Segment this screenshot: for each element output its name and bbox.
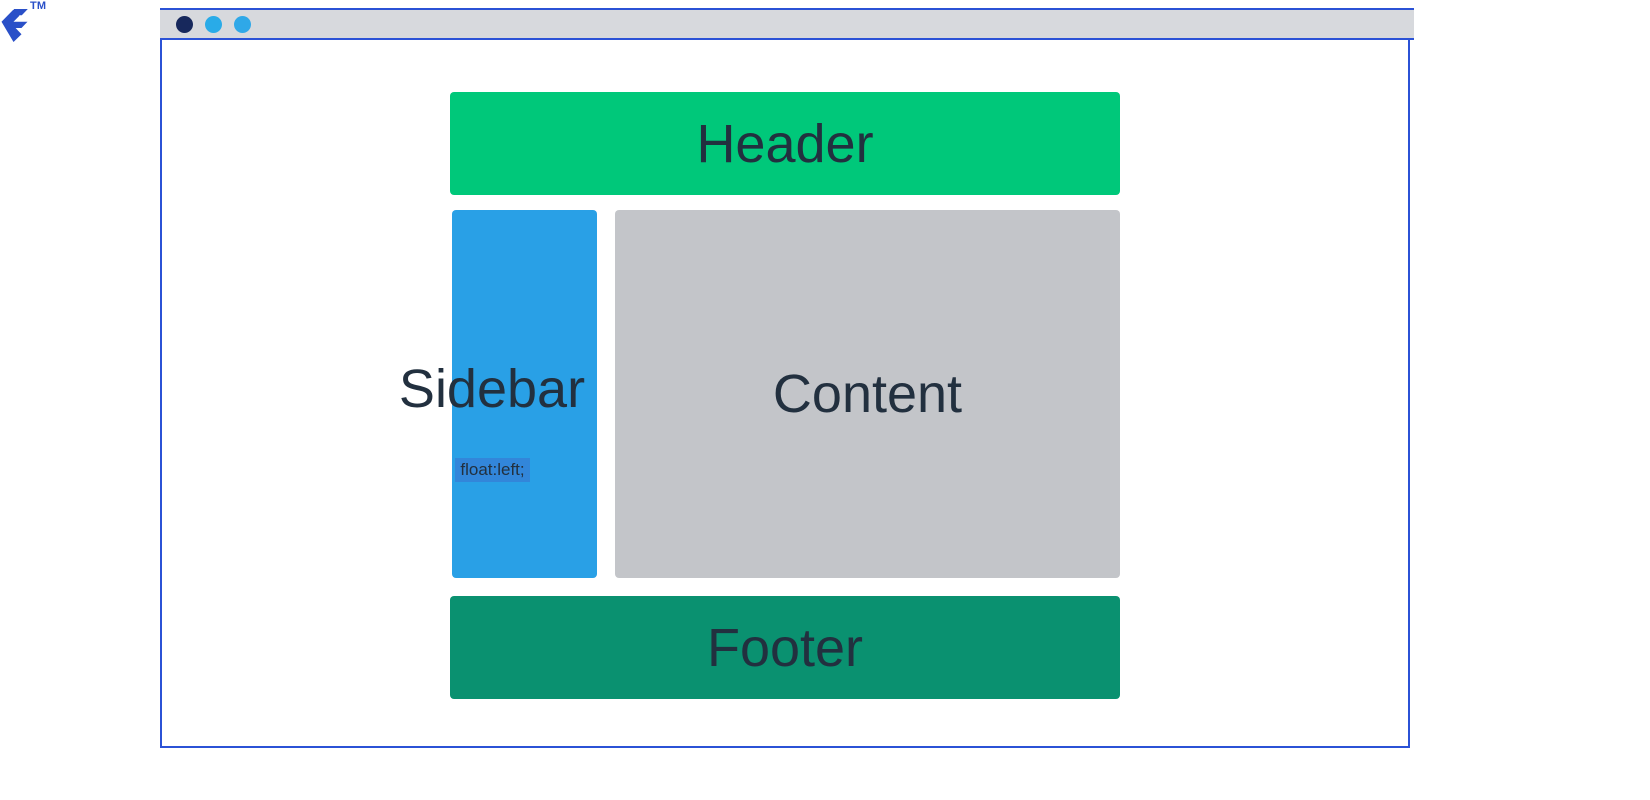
layout-demo-canvas: Header Sidebar float:left; Content Foote…	[162, 40, 1408, 746]
layout-block-sidebar	[452, 210, 597, 578]
layout-block-footer: Footer	[450, 596, 1120, 699]
window-dot-minimize-icon[interactable]	[205, 15, 222, 33]
toptal-logo-glyph	[1, 9, 28, 42]
layout-block-content: Content	[615, 210, 1120, 578]
window-dot-close-icon[interactable]	[176, 15, 193, 33]
window-dot-maximize-icon[interactable]	[234, 15, 251, 33]
layout-block-sidebar-label: Sidebar	[398, 359, 586, 419]
layout-block-header: Header	[450, 92, 1120, 195]
browser-window: Header Sidebar float:left; Content Foote…	[160, 8, 1414, 748]
browser-title-bar[interactable]	[160, 8, 1414, 40]
trademark-symbol: TM	[30, 0, 47, 12]
toptal-logo: TM	[0, 0, 56, 48]
